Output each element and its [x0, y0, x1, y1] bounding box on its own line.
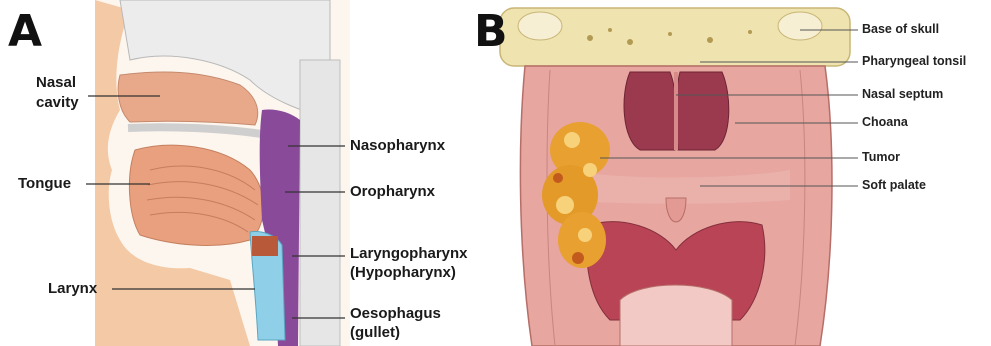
posterior-pharynx-illustration	[470, 0, 991, 346]
choana-left-shape	[624, 72, 677, 150]
label-nasal-septum: Nasal septum	[862, 87, 943, 101]
vertebral-column-shape	[300, 60, 340, 346]
label-tumor: Tumor	[862, 150, 900, 164]
label-oropharynx: Oropharynx	[350, 183, 435, 200]
label-nasal-cavity-line2: cavity	[36, 94, 79, 111]
skull-condyle-right-shape	[778, 12, 822, 40]
panel-b-posterior-pharynx-view: B Base of skull Pharyngeal tonsil Nasal …	[470, 0, 991, 346]
label-laryngopharynx-line2: (Hypopharynx)	[350, 264, 456, 281]
skull-condyle-left-shape	[518, 12, 562, 40]
oral-opening-shape	[620, 285, 732, 346]
panel-a-letter: A	[8, 10, 42, 54]
label-soft-palate: Soft palate	[862, 178, 926, 192]
label-larynx: Larynx	[48, 280, 97, 297]
label-oesophagus-line2: (gullet)	[350, 324, 400, 341]
label-choana: Choana	[862, 115, 908, 129]
label-tongue: Tongue	[18, 175, 71, 192]
label-pharyngeal-tonsil: Pharyngeal tonsil	[862, 54, 966, 68]
label-nasal-cavity-line1: Nasal	[36, 74, 76, 91]
label-nasopharynx: Nasopharynx	[350, 137, 445, 154]
epiglottis-shape	[252, 236, 278, 256]
label-oesophagus-line1: Oesophagus	[350, 305, 441, 322]
panel-a-sagittal-head-diagram: A Nasal cavity Tongue Larynx Nasopharynx…	[0, 0, 470, 346]
label-laryngopharynx-line1: Laryngopharynx	[350, 245, 468, 262]
label-base-of-skull: Base of skull	[862, 22, 939, 36]
panel-b-letter: B	[474, 10, 508, 54]
choana-right-shape	[676, 72, 728, 150]
